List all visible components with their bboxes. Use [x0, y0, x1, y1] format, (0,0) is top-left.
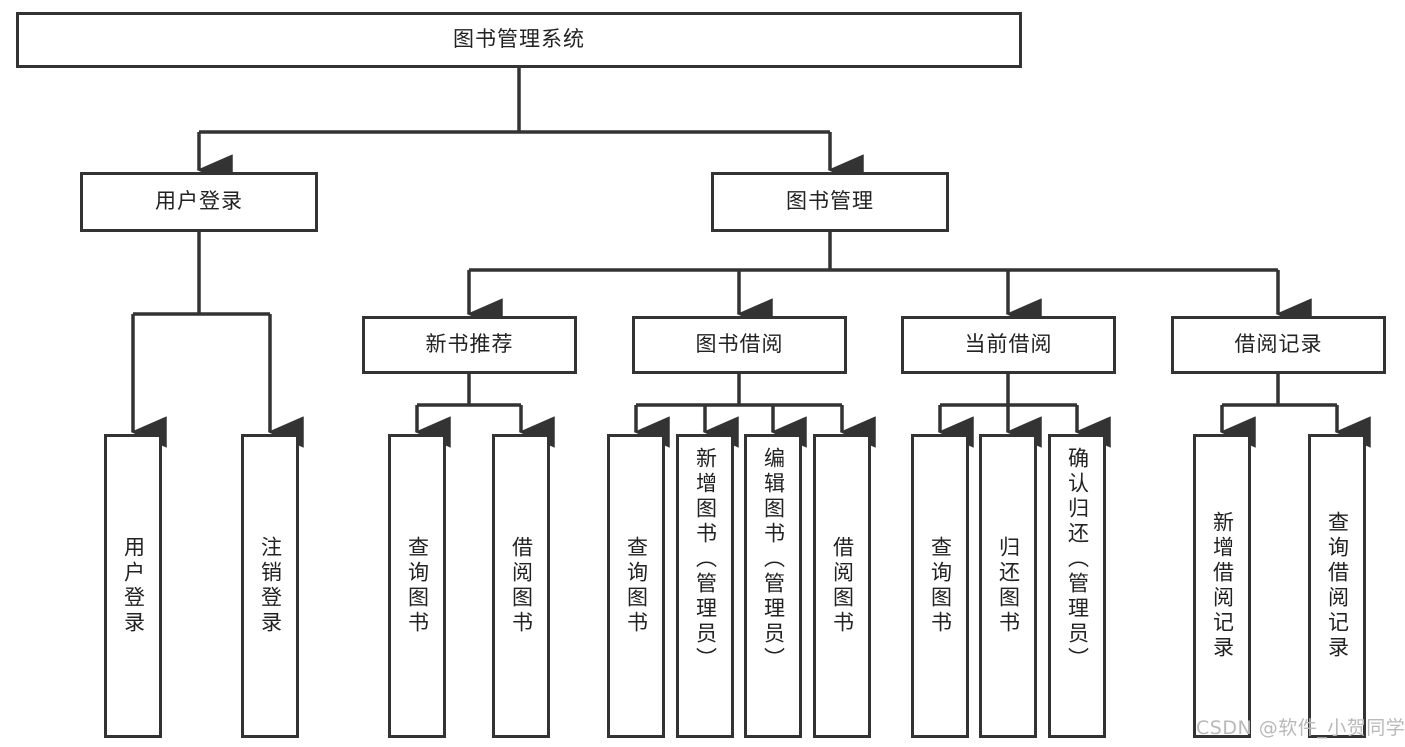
leaf-borrow-book-1[interactable]: 借阅图书	[492, 434, 550, 738]
leaf-return-book[interactable]: 归还图书	[979, 434, 1037, 738]
leaf-user-login[interactable]: 用户登录	[104, 434, 162, 738]
leaf-edit-book[interactable]: 编辑图书（管理员）	[744, 434, 802, 738]
node-current-borrow[interactable]: 当前借阅	[901, 316, 1116, 374]
leaf-user-login-label: 用户登录	[121, 536, 146, 636]
node-user-login-label: 用户登录	[155, 189, 243, 214]
leaf-borrow-book-1-label: 借阅图书	[509, 536, 534, 636]
leaf-borrow-book-2-label: 借阅图书	[830, 536, 855, 636]
leaf-query-record-label: 查询借阅记录	[1325, 511, 1350, 661]
leaf-user-logout[interactable]: 注销登录	[241, 434, 299, 738]
leaf-query-book-2-label: 查询图书	[624, 536, 649, 636]
node-book-borrow-label: 图书借阅	[695, 332, 784, 357]
node-root-label: 图书管理系统	[453, 27, 585, 52]
leaf-query-book-1[interactable]: 查询图书	[388, 434, 446, 738]
node-current-borrow-label: 当前借阅	[964, 332, 1053, 357]
watermark: CSDN @软件_小贺同学	[1196, 717, 1405, 739]
leaf-query-book-3-label: 查询图书	[928, 536, 953, 636]
leaf-query-book-2[interactable]: 查询图书	[607, 434, 665, 738]
node-borrow-record[interactable]: 借阅记录	[1171, 316, 1386, 374]
node-book-manage-label: 图书管理	[786, 189, 874, 214]
node-new-book-recommend-label: 新书推荐	[425, 332, 514, 357]
leaf-return-book-label: 归还图书	[996, 536, 1021, 636]
node-user-login[interactable]: 用户登录	[80, 172, 318, 232]
leaf-confirm-return[interactable]: 确认归还（管理员）	[1048, 434, 1106, 738]
leaf-edit-book-label: 编辑图书（管理员）	[761, 447, 786, 672]
leaf-confirm-return-label: 确认归还（管理员）	[1065, 447, 1090, 672]
node-new-book-recommend[interactable]: 新书推荐	[362, 316, 577, 374]
leaf-borrow-book-2[interactable]: 借阅图书	[813, 434, 871, 738]
leaf-query-book-3[interactable]: 查询图书	[911, 434, 969, 738]
node-borrow-record-label: 借阅记录	[1234, 332, 1323, 357]
node-book-borrow[interactable]: 图书借阅	[632, 316, 847, 374]
leaf-add-record-label: 新增借阅记录	[1210, 511, 1235, 661]
node-book-manage[interactable]: 图书管理	[711, 172, 949, 232]
leaf-user-logout-label: 注销登录	[258, 536, 283, 636]
leaf-query-book-1-label: 查询图书	[405, 536, 430, 636]
node-root[interactable]: 图书管理系统	[16, 12, 1022, 68]
leaf-add-book-label: 新增图书（管理员）	[693, 447, 718, 672]
leaf-query-record[interactable]: 查询借阅记录	[1308, 434, 1366, 738]
leaf-add-book[interactable]: 新增图书（管理员）	[676, 434, 734, 738]
leaf-add-record[interactable]: 新增借阅记录	[1193, 434, 1251, 738]
